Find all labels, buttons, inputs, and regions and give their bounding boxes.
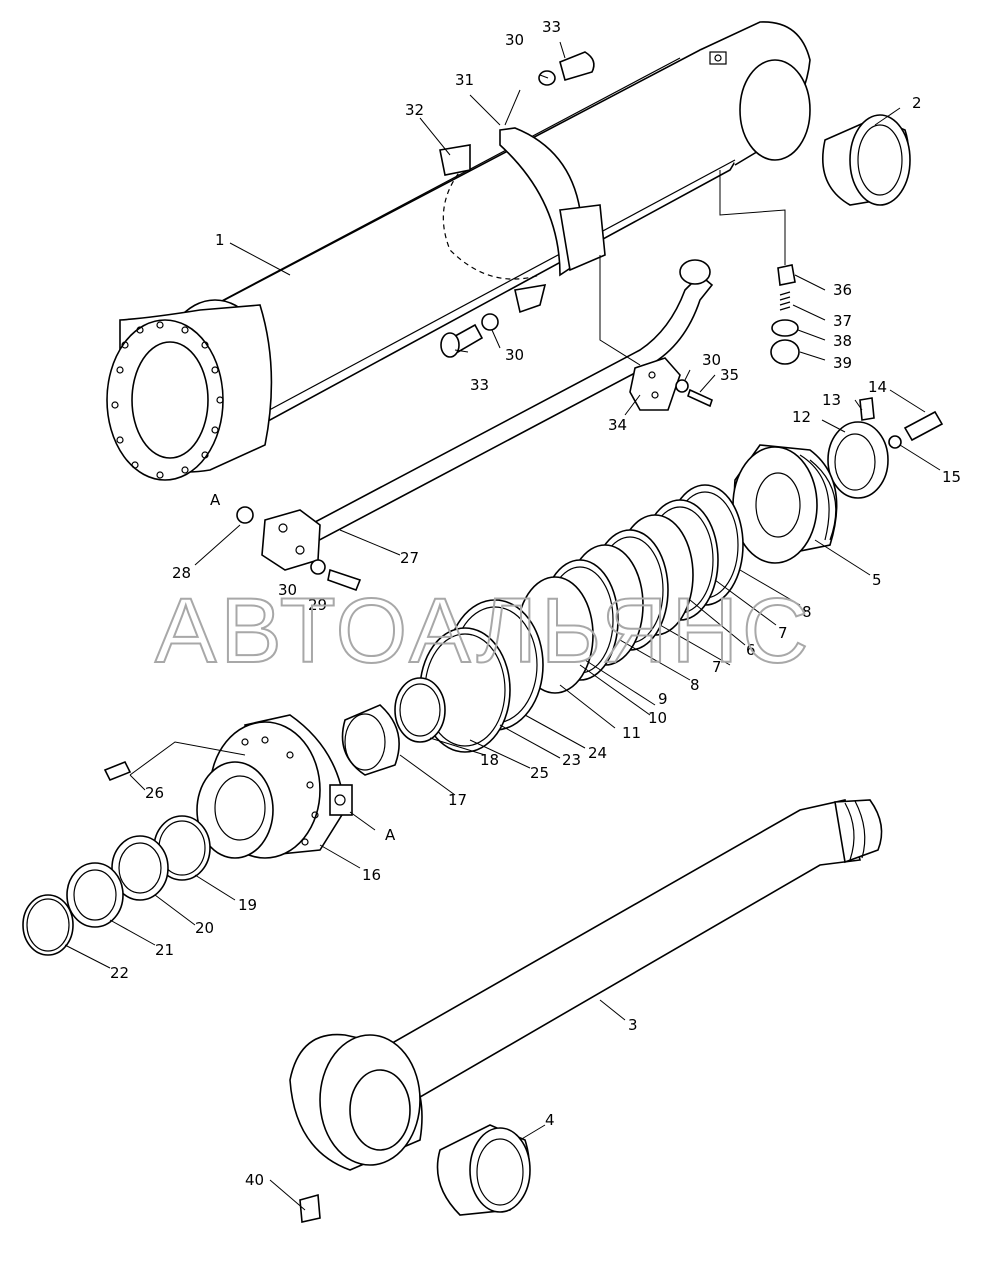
cylinder-head-16 [196,714,353,859]
callout-33b: 33 [470,376,489,394]
callout-labels: 1 2 3 4 5 6 7 7 8 8 9 10 11 12 13 14 15 … [110,18,961,1189]
relief-valve-parts [770,264,800,365]
piston-nut-12 [827,421,889,499]
rod-seals-19-22 [22,815,211,956]
callout-8b: 8 [690,676,700,694]
tube-clamp [439,127,606,314]
callout-30c: 30 [702,351,721,369]
callout-6: 6 [746,641,756,659]
callout-23: 23 [562,751,581,769]
bolt-29 [327,568,362,592]
callout-8a: 8 [802,603,812,621]
callout-15: 15 [942,468,961,486]
callout-3: 3 [628,1016,638,1034]
bolt-33-lower [440,313,499,358]
callout-34: 34 [608,416,627,434]
callout-2: 2 [912,94,922,112]
callout-5: 5 [872,571,882,589]
piston-seal-rings [516,484,744,694]
watermark: АВТОАЛЬЯНС [155,580,813,682]
piston-rod-3 [378,799,883,1102]
callout-26: 26 [145,784,164,802]
callout-18: 18 [480,751,499,769]
callout-29: 29 [308,596,327,614]
pipe-clamp-block [629,357,713,411]
grease-nipple-40 [299,1193,321,1223]
callout-4: 4 [545,1111,555,1129]
callout-35: 35 [720,366,739,384]
leader-lines [64,41,941,1211]
callout-17: 17 [448,791,467,809]
callout-25: 25 [530,764,549,782]
hydraulic-pipe [261,259,714,571]
washer-30-pipe [310,559,326,575]
callout-27: 27 [400,549,419,567]
callout-9: 9 [658,690,668,708]
bushing-2 [821,114,911,206]
callout-16: 16 [362,866,381,884]
callout-30b: 30 [505,346,524,364]
callout-13: 13 [822,391,841,409]
callout-33a: 33 [542,18,561,36]
rod-eye [289,1033,423,1171]
callout-14: 14 [868,378,887,396]
bolt-26 [103,760,132,782]
cylinder-tube [106,21,811,481]
o-ring-28 [236,506,254,524]
callout-28: 28 [172,564,191,582]
callout-1: 1 [215,231,225,249]
bolt-33-top [538,51,595,86]
callout-36: 36 [833,281,852,299]
callout-32: 32 [405,101,424,119]
pins-13-14-15 [859,397,944,449]
callout-7b: 7 [712,658,722,676]
callout-31: 31 [455,71,474,89]
callout-A-lower: A [385,826,396,844]
piston-5 [732,444,838,564]
callout-37: 37 [833,312,852,330]
callout-19: 19 [238,896,257,914]
callout-7a: 7 [778,624,788,642]
callout-11: 11 [622,724,641,742]
callout-21: 21 [155,941,174,959]
callout-12: 12 [792,408,811,426]
callout-38: 38 [833,332,852,350]
callout-24: 24 [588,744,607,762]
callout-40: 40 [245,1171,264,1189]
bushing-4 [436,1124,531,1216]
callout-20: 20 [195,919,214,937]
callout-A-upper: A [210,491,221,509]
callout-10: 10 [648,709,667,727]
callout-39: 39 [833,354,852,372]
callout-30d: 30 [278,581,297,599]
callout-22: 22 [110,964,129,982]
bushing-17-ring-18 [341,677,446,776]
callout-30a: 30 [505,31,524,49]
